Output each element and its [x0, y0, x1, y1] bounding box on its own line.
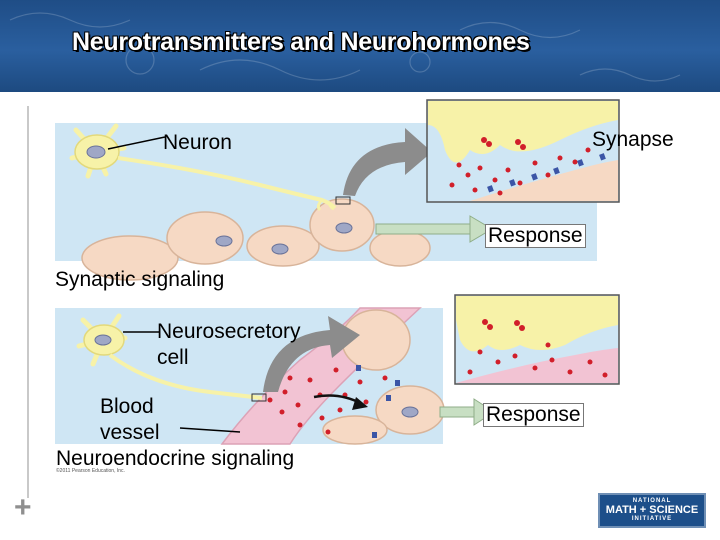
- plus-icon: +: [14, 491, 32, 524]
- blood-vessel-label-line1: Blood: [100, 395, 154, 418]
- neuron-label: Neuron: [163, 131, 232, 154]
- synapse-label: Synapse: [592, 128, 674, 151]
- neuroendocrine-inset: [454, 294, 620, 385]
- title-banner: Neurotransmitters and Neurohormones: [0, 0, 720, 92]
- neurosecretory-cell: [76, 313, 267, 433]
- synapse-inset: [426, 99, 620, 203]
- top-response-label: Response: [485, 224, 586, 248]
- top-neuron: [69, 123, 351, 212]
- top-target-cells: [81, 198, 431, 281]
- bottom-zoom-arrow: [263, 316, 360, 392]
- bottom-hormone-molecules: [267, 367, 388, 435]
- copyright-note: ©2011 Pearson Education, Inc.: [56, 468, 125, 474]
- bottom-response-label: Response: [483, 403, 584, 427]
- neuroendocrine-signaling-caption: Neuroendocrine signaling: [56, 447, 295, 470]
- left-divider: [27, 106, 29, 498]
- synaptic-signaling-caption: Synaptic signaling: [55, 268, 225, 291]
- blood-vessel-label-line2: vessel: [100, 421, 160, 444]
- nmsi-logo: NATIONAL MATH + SCIENCE INITIATIVE: [598, 493, 706, 528]
- neuroendocrine-signaling-panel: [55, 294, 620, 445]
- neurosecretory-cell-label-line2: cell: [157, 346, 189, 369]
- bottom-target-cells: [322, 309, 445, 445]
- synaptic-signaling-panel: [55, 99, 620, 281]
- top-response-arrow: [375, 215, 493, 243]
- slide-title: Neurotransmitters and Neurohormones: [72, 28, 530, 56]
- header-decoration: [9, 12, 681, 82]
- neurosecretory-cell-label-line1: Neurosecretory: [157, 320, 301, 343]
- top-zoom-arrow: [343, 128, 432, 196]
